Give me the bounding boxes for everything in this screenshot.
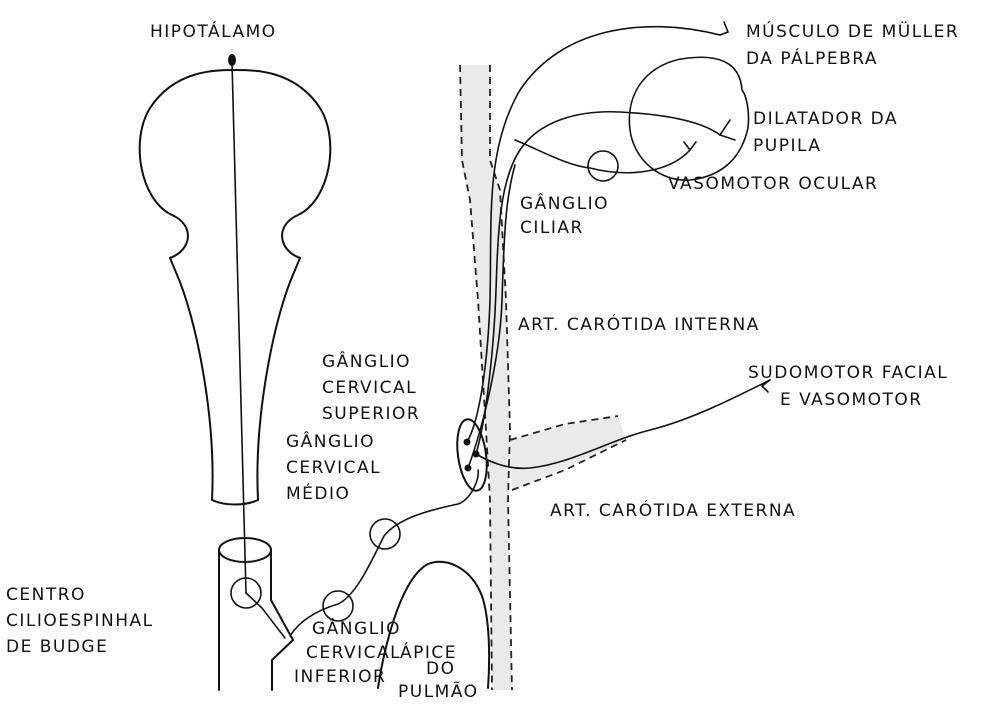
label-hypothalamus: HIPOTÁLAMO [150, 20, 277, 42]
label-lung-apex: ÁPICE DO PULMÃO [398, 641, 479, 700]
label-apex-line3: PULMÃO [398, 680, 479, 700]
label-muller-muscle: MÚSCULO DE MÜLLER DA PÁLPEBRA [746, 20, 966, 69]
dilator-ending [720, 120, 735, 140]
inferior-cervical-ganglion [323, 591, 353, 621]
label-inferior-line3: INFERIOR [294, 667, 386, 687]
label-dilator-pupil: DILATADOR DA PUPILA [753, 109, 905, 156]
label-budge-center: CENTRO CILIOESPINHAL DE BUDGE [6, 585, 161, 657]
ciliary-ganglion [588, 151, 618, 181]
label-budge-line1: CENTRO [6, 585, 86, 605]
label-vasomotor-ocular: VASOMOTOR OCULAR [668, 174, 878, 194]
label-inferior-line2: CERVICAL [306, 643, 401, 663]
label-ciliary-line1: GÂNGLIO [520, 192, 609, 214]
label-external-carotid: ART. CARÓTIDA EXTERNA [550, 499, 796, 521]
label-dilator-line2: PUPILA [753, 136, 821, 156]
eye-outline [629, 57, 748, 180]
label-middle-cervical-ganglion: GÂNGLIO CERVICAL MÉDIO [286, 430, 388, 504]
label-budge-line2: CILIOESPINHAL [6, 611, 154, 631]
internal-carotid-artery [460, 65, 512, 690]
label-dilator-line1: DILATADOR DA [753, 109, 898, 129]
label-middle-line3: MÉDIO [286, 482, 350, 504]
central-neuron [228, 54, 246, 593]
label-ciliary-line2: CILIAR [520, 218, 584, 238]
label-ciliary-ganglion: GÂNGLIO CILIAR [520, 192, 616, 238]
label-budge-line3: DE BUDGE [6, 637, 108, 657]
label-middle-line2: CERVICAL [286, 458, 381, 478]
label-superior-cervical-ganglion: GÂNGLIO CERVICAL SUPERIOR [322, 350, 424, 424]
label-middle-line1: GÂNGLIO [286, 430, 375, 452]
label-superior-line1: GÂNGLIO [322, 350, 411, 372]
label-sudomotor-line1: SUDOMOTOR FACIAL [748, 363, 948, 383]
vasomotor-ocular-ending [684, 142, 696, 150]
muller-muscle-ending [720, 22, 728, 35]
label-sudomotor-line2: E VASOMOTOR [780, 390, 923, 410]
label-muller-line1: MÚSCULO DE MÜLLER [746, 20, 959, 42]
label-inferior-cervical-ganglion: GÂNGLIO CERVICAL INFERIOR [294, 617, 408, 687]
label-superior-line3: SUPERIOR [322, 404, 420, 424]
label-muller-line2: DA PÁLPEBRA [746, 47, 878, 69]
label-superior-line2: CERVICAL [322, 378, 417, 398]
external-carotid-artery [510, 416, 626, 490]
label-internal-carotid: ART. CARÓTIDA INTERNA [518, 313, 760, 335]
spinal-cord [219, 538, 293, 690]
label-inferior-line1: GÂNGLIO [312, 617, 401, 639]
label-apex-line2: DO [426, 659, 455, 679]
label-sudomotor-facial: SUDOMOTOR FACIAL E VASOMOTOR [748, 363, 955, 410]
